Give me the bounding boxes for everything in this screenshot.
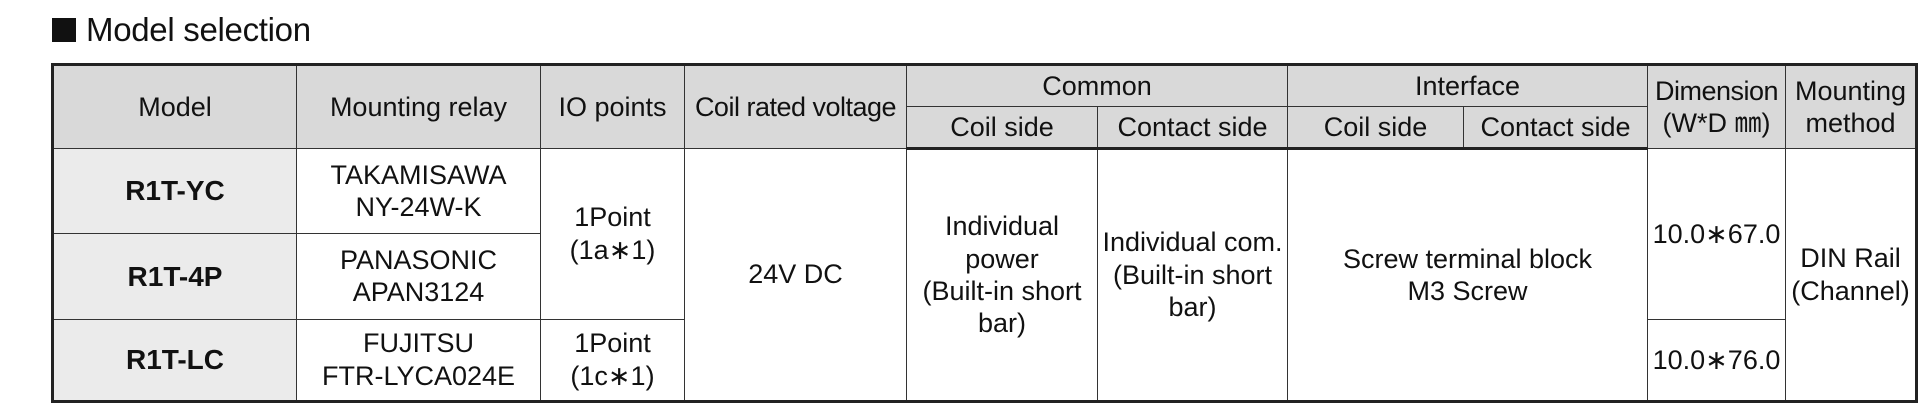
header-dimension-line2: (W*D ㎜) [1662,108,1771,138]
header-common-coil-side: Coil side [906,106,1098,150]
table-row: R1T-YC TAKAMISAWA NY-24W-K 1Point (1a∗1)… [52,147,1917,402]
io-points-line1: 1Point [574,328,651,359]
common-contact-side-cell: Individual com. (Built-in short bar) [1097,148,1288,402]
header-dimension: Dimension (W*D ㎜) [1647,64,1786,149]
relay-part: APAN3124 [352,277,485,308]
coil-voltage-cell: 24V DC [684,148,907,402]
relay-cell: FUJITSU FTR-LYCA024E [296,318,541,403]
square-bullet-icon [52,18,76,42]
common-coil-side-cell: Individual power (Built-in short bar) [906,148,1098,402]
common-contact-line3: bar) [1168,292,1217,323]
common-contact-line1: Individual com. [1102,227,1283,258]
common-coil-line4: bar) [977,308,1026,339]
common-coil-line3: (Built-in short [922,276,1082,306]
header-interface-coil-side: Coil side [1287,106,1464,150]
model-cell: R1T-YC [52,147,297,235]
header-model: Model [52,64,297,149]
mounting-line2: (Channel) [1791,275,1910,306]
common-contact-line2: (Built-in short [1112,259,1273,290]
relay-maker: FUJITSU [363,328,474,359]
header-common: Common [906,64,1288,107]
io-points-line2: (1c∗1) [570,360,655,391]
model-cell: R1T-LC [52,318,297,403]
header-mounting-relay: Mounting relay [296,64,541,149]
dimension-cell: 10.0∗76.0 [1647,318,1786,403]
dimension-cell: 10.0∗67.0 [1647,148,1786,320]
mounting-method-cell: DIN Rail (Channel) [1785,148,1917,402]
io-points-cell: 1Point (1c∗1) [540,318,685,403]
io-points-line2: (1a∗1) [569,234,656,265]
io-points-line1: 1Point [574,202,651,233]
relay-part: NY-24W-K [355,192,482,223]
interface-cell: Screw terminal block M3 Screw [1287,148,1648,402]
interface-line2: M3 Screw [1407,276,1528,306]
header-mounting-method-line1: Mounting [1794,75,1907,106]
relay-part: FTR-LYCA024E [321,360,516,391]
io-points-cell: 1Point (1a∗1) [540,148,685,320]
model-cell: R1T-4P [52,233,297,320]
relay-cell: PANASONIC APAN3124 [296,233,541,320]
header-interface-contact-side: Contact side [1463,106,1648,150]
header-io-points: IO points [540,64,685,149]
relay-maker: PANASONIC [339,245,498,276]
table-row: R1T-LC FUJITSU FTR-LYCA024E 1Point (1c∗1… [52,318,1917,403]
header-mounting-method-line2: method [1805,108,1896,138]
model-selection-table: Model Mounting relay IO points Coil rate… [51,63,1918,403]
common-coil-line2: power [965,243,1039,274]
common-coil-line1: Individual [944,211,1060,242]
header-dimension-line1: Dimension [1654,75,1779,106]
relay-cell: TAKAMISAWA NY-24W-K [296,147,541,235]
header-coil-rated-voltage: Coil rated voltage [684,64,907,149]
mounting-line1: DIN Rail [1800,243,1901,274]
relay-maker: TAKAMISAWA [330,159,507,190]
interface-line1: Screw terminal block [1342,243,1593,274]
section-title-text: Model selection [86,11,311,48]
header-mounting-method: Mounting method [1785,64,1917,149]
header-interface: Interface [1287,64,1648,107]
section-title: Model selection [52,10,311,50]
header-common-contact-side: Contact side [1097,106,1288,150]
